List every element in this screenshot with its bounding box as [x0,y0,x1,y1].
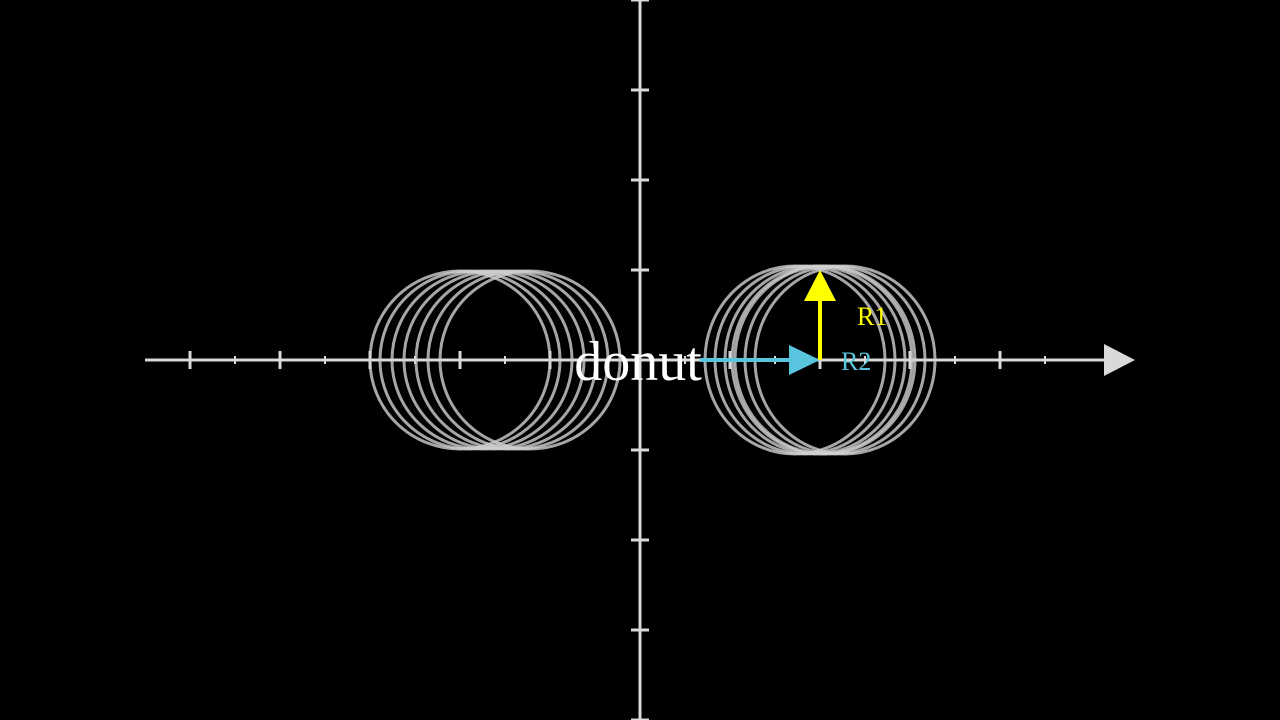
r2-vector [700,345,820,375]
r1-label: R1 [857,302,887,331]
center-label: donut [574,331,702,393]
y-axis-ticks [631,0,649,720]
r1-arrowhead-icon [804,270,836,301]
left-torus-section [368,269,622,451]
r1-vector [804,270,836,360]
r2-arrowhead-icon [789,345,820,375]
r2-label: R2 [841,347,871,376]
x-axis-arrow-icon [1104,344,1135,376]
torus-cross-section-ring [438,269,622,451]
